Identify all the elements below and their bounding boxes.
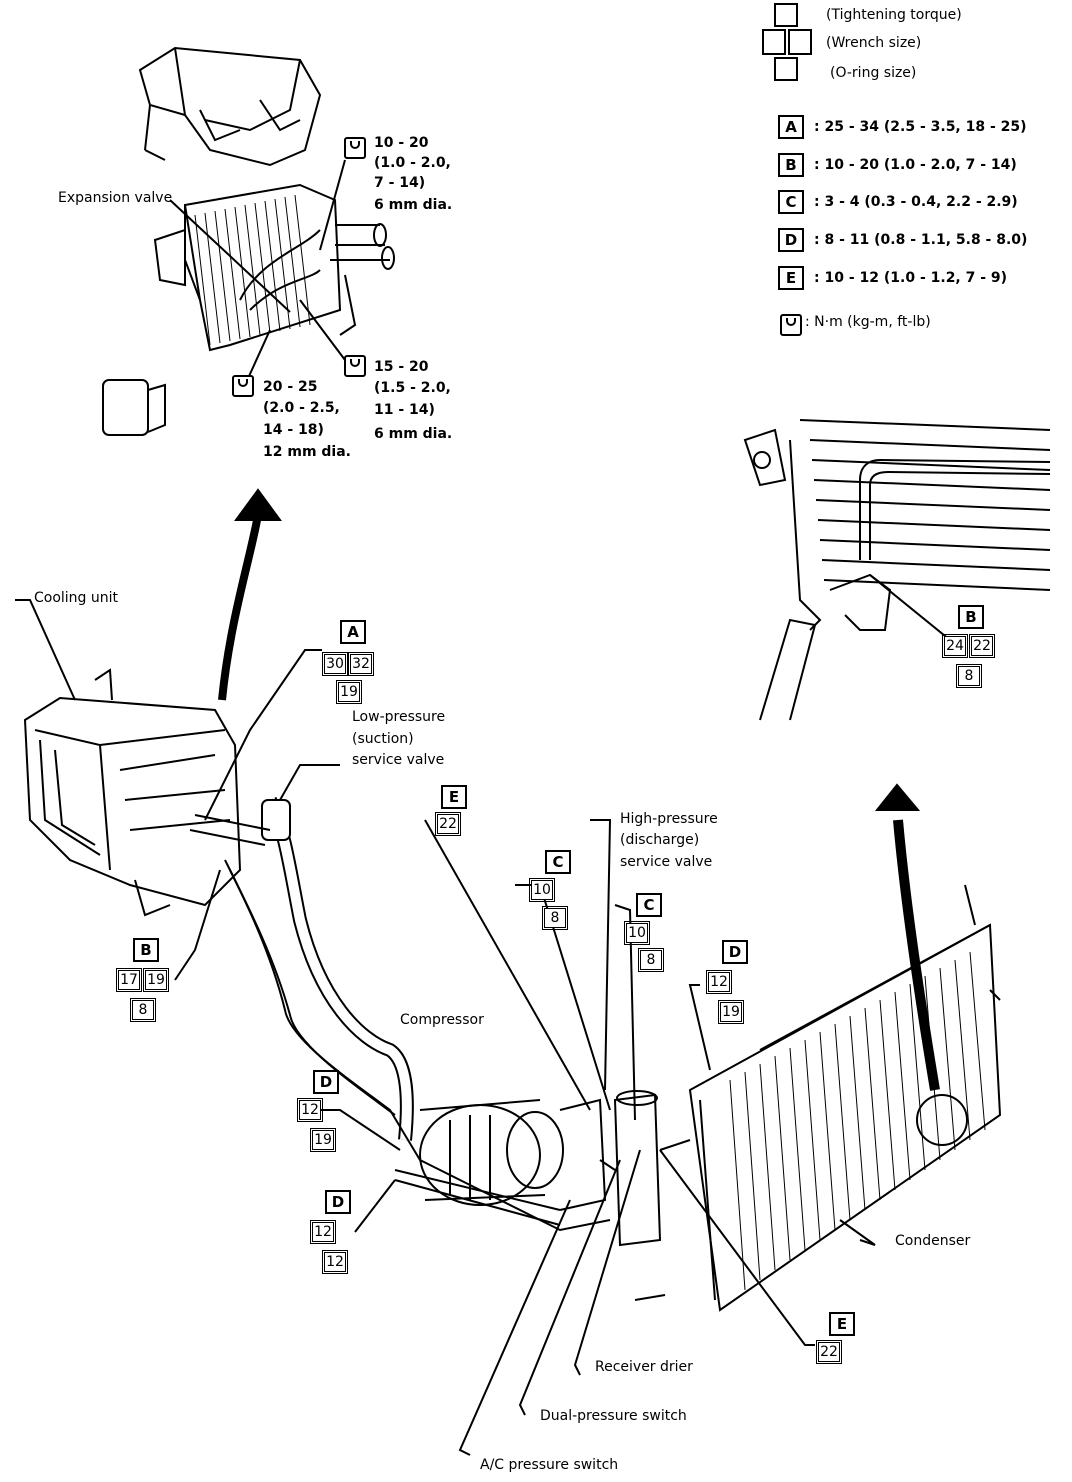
callout-c1-key: C — [545, 850, 571, 874]
callout-b1-wrench-2: 19 — [143, 968, 169, 992]
expansion-valve-label: Expansion valve — [58, 190, 173, 206]
callout-b1-oring: 8 — [130, 998, 156, 1022]
torque-1-line2: (1.0 - 2.0, — [374, 155, 451, 171]
ac-pressure-switch-label: A/C pressure switch — [480, 1457, 619, 1473]
up-arrow-left — [218, 514, 262, 701]
callout-b2-oring: 8 — [956, 664, 982, 688]
compressor-label: Compressor — [400, 1012, 484, 1028]
wrench-icon — [344, 355, 366, 377]
torque-3-line2: (2.0 - 2.5, — [263, 400, 340, 416]
condenser-detail — [743, 419, 1051, 721]
callout-d1-oring: 19 — [718, 1000, 744, 1024]
legend-oring-size: (O-ring size) — [830, 65, 917, 81]
callout-d2-wrench: 12 — [297, 1098, 323, 1122]
up-arrow-right — [893, 819, 940, 1091]
wrench-icon — [232, 375, 254, 397]
callout-b2-wrench-2: 22 — [969, 634, 995, 658]
torque-2-line1: 15 - 20 — [374, 359, 429, 375]
callout-e2-key: E — [829, 1312, 855, 1336]
high-pressure-label-2: (discharge) — [620, 832, 700, 848]
low-pressure-label-1: Low-pressure — [352, 709, 446, 725]
torque-2-line3: 11 - 14) — [374, 402, 435, 418]
callout-d1-wrench: 12 — [706, 970, 732, 994]
callout-b1-wrench-1: 17 — [116, 968, 142, 992]
high-pressure-label-1: High-pressure — [620, 811, 718, 827]
legend-row-c: C: 3 - 4 (0.3 - 0.4, 2.2 - 2.9) — [778, 190, 1018, 214]
callout-d3-oring: 12 — [322, 1250, 348, 1274]
low-pressure-label-3: service valve — [352, 752, 445, 768]
evaporator-housing-top — [138, 46, 322, 167]
low-pressure-label-2: (suction) — [352, 731, 414, 747]
legend-tightening-torque: (Tightening torque) — [826, 7, 962, 23]
callout-e2-wrench: 22 — [816, 1340, 842, 1364]
callout-c1-wrench: 10 — [529, 878, 555, 902]
callout-d2-oring: 19 — [310, 1128, 336, 1152]
legend-wrench-size: (Wrench size) — [826, 35, 922, 51]
callout-d1-key: D — [722, 940, 748, 964]
callout-e1-wrench: 22 — [435, 812, 461, 836]
callout-c2-oring: 8 — [638, 948, 664, 972]
legend-unit: : N·m (kg-m, ft-lb) — [805, 314, 931, 330]
callout-a-wrench-2: 32 — [348, 652, 374, 676]
cooling-unit — [23, 668, 242, 917]
high-pressure-label-3: service valve — [620, 854, 713, 870]
receiver-drier-label: Receiver drier — [595, 1359, 693, 1375]
torque-1-line3: 7 - 14) — [374, 175, 426, 191]
callout-d3-key: D — [325, 1190, 351, 1214]
callout-b2-wrench-1: 24 — [942, 634, 968, 658]
legend-row-a: A: 25 - 34 (2.5 - 3.5, 18 - 25) — [778, 115, 1027, 139]
callout-d2-key: D — [313, 1070, 339, 1094]
wrench-icon — [344, 137, 366, 159]
callout-c2-wrench: 10 — [624, 921, 650, 945]
legend-row-b: B: 10 - 20 (1.0 - 2.0, 7 - 14) — [778, 153, 1017, 177]
torque-2-line4: 6 mm dia. — [374, 426, 453, 442]
callout-b1-key: B — [133, 938, 159, 962]
evaporator-core — [153, 183, 395, 352]
torque-3-line1: 20 - 25 — [263, 379, 318, 395]
callout-c1-oring: 8 — [542, 906, 568, 930]
torque-1-line4: 6 mm dia. — [374, 197, 453, 213]
connector-part — [102, 379, 166, 436]
condenser-label: Condenser — [895, 1233, 971, 1249]
torque-1-line1: 10 - 20 — [374, 135, 429, 151]
compressor — [419, 1098, 607, 1211]
torque-3-line4: 12 mm dia. — [263, 444, 351, 460]
callout-a-oring: 19 — [336, 680, 362, 704]
wrench-icon — [780, 314, 802, 336]
callout-a-key: A — [340, 620, 366, 644]
torque-2-line2: (1.5 - 2.0, — [374, 380, 451, 396]
condenser — [634, 884, 1002, 1312]
callout-d3-wrench: 12 — [310, 1220, 336, 1244]
callout-e1-key: E — [441, 785, 467, 809]
legend-row-d: D: 8 - 11 (0.8 - 1.1, 5.8 - 8.0) — [778, 228, 1027, 252]
receiver-drier — [599, 1090, 691, 1247]
dual-pressure-switch-label: Dual-pressure switch — [540, 1408, 687, 1424]
legend-row-e: E: 10 - 12 (1.0 - 1.2, 7 - 9) — [778, 266, 1007, 290]
callout-b2-key: B — [958, 605, 984, 629]
callout-c2-key: C — [636, 893, 662, 917]
torque-3-line3: 14 - 18) — [263, 422, 324, 438]
callout-a-wrench-1: 30 — [322, 652, 348, 676]
cooling-unit-label: Cooling unit — [34, 590, 119, 606]
